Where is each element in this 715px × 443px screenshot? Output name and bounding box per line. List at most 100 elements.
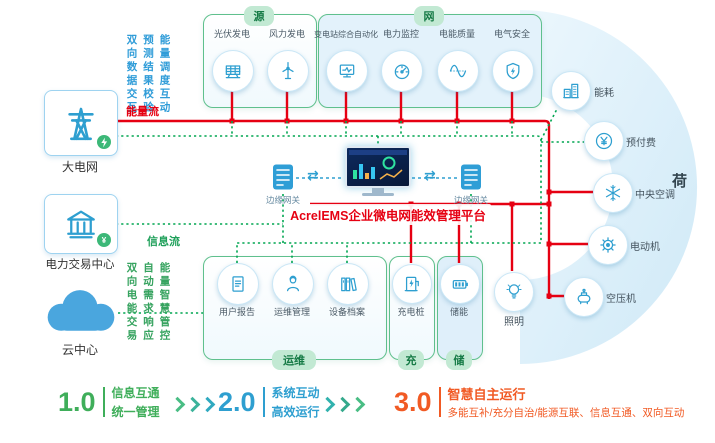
chevron-right-icon — [334, 396, 351, 413]
chevron-right-icon — [199, 396, 216, 413]
user-report-label: 用户报告 — [218, 307, 255, 317]
central-ac-node — [593, 173, 633, 213]
top-vertical-texts: 双向数据交互 预测结果校验 能量调度互动 — [125, 34, 171, 115]
chevron-right-icon — [349, 396, 366, 413]
storage-label: 储能 — [449, 307, 468, 317]
substation-label: 变电站综合自动化 — [314, 30, 378, 39]
trade-card: ¥ — [44, 194, 118, 254]
monitor-stand — [372, 188, 384, 193]
tab-source: 源 — [244, 6, 274, 26]
platform-monitor — [345, 146, 411, 188]
power-monitor-label: 电力监控 — [382, 29, 419, 39]
divider — [438, 387, 441, 417]
central-ac-label: 中央空调 — [635, 190, 675, 201]
divider — [102, 387, 105, 417]
info-flow-label: 信息流 — [147, 236, 180, 248]
stage3-version: 3.0 — [394, 386, 432, 417]
building-icon — [561, 81, 581, 101]
vertical-text: 能量智慧管控 — [158, 262, 171, 343]
edge-gateway-left-icon — [273, 164, 293, 190]
equipment-archive-label: 设备档案 — [328, 307, 365, 317]
electrical-safety-label: 电气安全 — [493, 29, 530, 39]
grid-card-label: 大电网 — [61, 160, 98, 174]
air-compressor-node — [564, 277, 604, 317]
tab-storage: 储 — [446, 350, 472, 370]
chevron-right-icon — [319, 396, 336, 413]
user-report-node — [217, 263, 259, 305]
stage1-line2: 统一管理 — [111, 405, 160, 419]
monitor-base — [362, 193, 394, 196]
prepaid-node — [584, 121, 624, 161]
bottom-vertical-texts: 双向电能交易 自动需求响应 能量智慧管控 — [125, 262, 171, 343]
motor-label: 电动机 — [630, 242, 660, 253]
exchange-arrows-icon: ⇄ — [307, 167, 319, 183]
tab-om: 运维 — [272, 350, 316, 370]
prepaid-label: 预付费 — [626, 138, 656, 149]
books-icon — [338, 274, 358, 294]
vertical-text: 双向电能交易 — [125, 262, 138, 343]
pv-node — [212, 50, 254, 92]
edge-gateway-right-label: 边缘网关 — [453, 195, 488, 205]
energy-flow-label: 能量流 — [126, 106, 159, 118]
motor-node — [588, 225, 628, 265]
worker-icon — [283, 274, 303, 294]
charging-pile-node — [392, 264, 432, 304]
bolt-badge-icon — [97, 135, 111, 149]
tab-grid: 网 — [414, 6, 444, 26]
solar-panel-icon — [223, 61, 243, 81]
energy-consumption-node — [551, 71, 591, 111]
yen-coin-icon — [594, 131, 614, 151]
exchange-arrows-icon: ⇄ — [424, 167, 436, 183]
om-management-node — [272, 263, 314, 305]
wind-label: 风力发电 — [268, 29, 305, 39]
grid-card — [44, 90, 118, 156]
edge-gateway-right-icon — [461, 164, 481, 190]
compressor-icon — [574, 287, 594, 307]
power-quality-label: 电能质量 — [438, 29, 475, 39]
lighting-node — [494, 272, 534, 312]
load-side-label: 荷 — [672, 173, 688, 190]
edge-gateway-left-label: 边缘网关 — [265, 195, 300, 205]
legend-arrow-1 — [169, 396, 217, 413]
electrical-safety-node — [492, 50, 534, 92]
stage2-line2: 高效运行 — [271, 405, 320, 419]
lighting-label: 照明 — [504, 317, 524, 328]
stage1-line1: 信息互通 — [111, 386, 160, 400]
document-icon — [228, 274, 248, 294]
wind-node — [267, 50, 309, 92]
vertical-text: 自动需求响应 — [142, 262, 154, 343]
substation-node — [326, 50, 368, 92]
charging-pile-label: 充电桩 — [397, 307, 425, 317]
power-quality-icon — [448, 61, 468, 81]
yen-badge-icon: ¥ — [97, 233, 111, 247]
vertical-text: 预测结果校验 — [142, 34, 154, 115]
transmission-tower-icon — [60, 102, 102, 144]
power-monitor-icon — [392, 61, 412, 81]
legend-arrow-2 — [319, 396, 367, 413]
dashboard-screen-icon — [349, 150, 407, 180]
power-quality-node — [437, 50, 479, 92]
battery-icon — [450, 274, 470, 294]
air-compressor-label: 空压机 — [606, 294, 636, 305]
trade-card-label: 电力交易中心 — [45, 259, 115, 271]
bank-building-icon — [63, 206, 99, 242]
vertical-text: 双向数据交互 — [125, 34, 138, 115]
vertical-text: 能量调度互动 — [158, 34, 171, 115]
stage1-version: 1.0 — [58, 386, 96, 417]
equipment-archive-node — [327, 263, 369, 305]
chevron-right-icon — [184, 396, 201, 413]
stage2-version: 2.0 — [218, 386, 256, 417]
stage2-line1: 系统互动 — [271, 386, 320, 400]
platform-title: AcrelEMS企业微电网能效管理平台 — [285, 204, 491, 225]
legend-stage-2: 2.0 系统互动 高效运行 — [218, 384, 320, 420]
legend-stage-1: 1.0 信息互通 统一管理 — [58, 384, 160, 420]
power-monitor-node — [381, 50, 423, 92]
snowflake-icon — [603, 183, 623, 203]
electrical-safety-icon — [503, 61, 523, 81]
chevron-right-icon — [169, 396, 186, 413]
energy-consumption-label: 能耗 — [594, 88, 614, 99]
om-management-label: 运维管理 — [273, 307, 310, 317]
wind-turbine-icon — [278, 61, 298, 81]
stage3-line2: 多能互补/充分自治/能源互联、信息互通、双向互动 — [447, 407, 685, 419]
